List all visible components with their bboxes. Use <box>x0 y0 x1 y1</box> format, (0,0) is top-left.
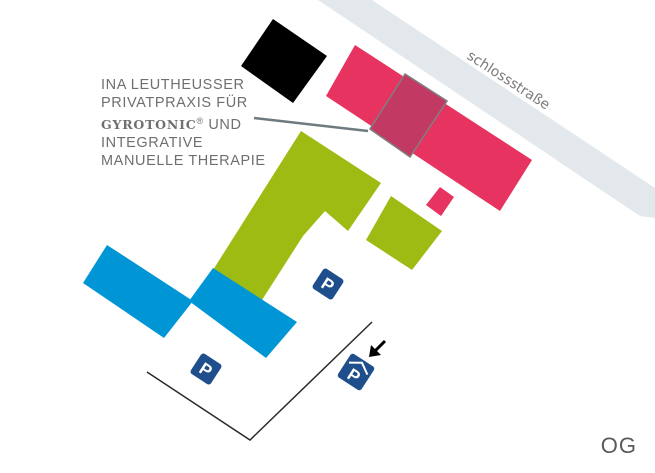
green-building-main <box>213 131 381 300</box>
brand-suffix: UND <box>203 117 242 133</box>
leader-line <box>253 116 369 133</box>
parking-sign-1: P <box>312 268 344 300</box>
practice-line-3: GYROTONIC® UND <box>101 112 291 134</box>
brand-name: GYROTONIC <box>101 117 197 132</box>
site-boundary <box>146 321 373 441</box>
practice-line-5: MANUELLE THERAPIE <box>101 153 266 169</box>
arrow-down-left-icon <box>369 339 387 357</box>
registered-mark: ® <box>196 116 204 126</box>
parking-sign-covered: P <box>337 353 375 391</box>
practice-line-2: PRIVATPRAXIS FÜR <box>101 95 248 111</box>
green-building-small <box>366 196 442 270</box>
street <box>318 0 655 218</box>
floor-label: OG <box>600 433 637 458</box>
practice-line-1: INA LEUTHEUSSER <box>101 77 245 93</box>
practice-label: INA LEUTHEUSSER PRIVATPRAXIS FÜR GYROTON… <box>101 76 291 170</box>
blue-building-right <box>189 268 297 358</box>
practice-line-4: INTEGRATIVE <box>101 135 204 151</box>
small-pink-building <box>426 187 454 216</box>
parking-sign-2: P <box>190 353 222 385</box>
black-building <box>241 19 327 103</box>
practice-location-highlight[interactable] <box>368 72 449 159</box>
blue-building-left <box>83 245 193 338</box>
